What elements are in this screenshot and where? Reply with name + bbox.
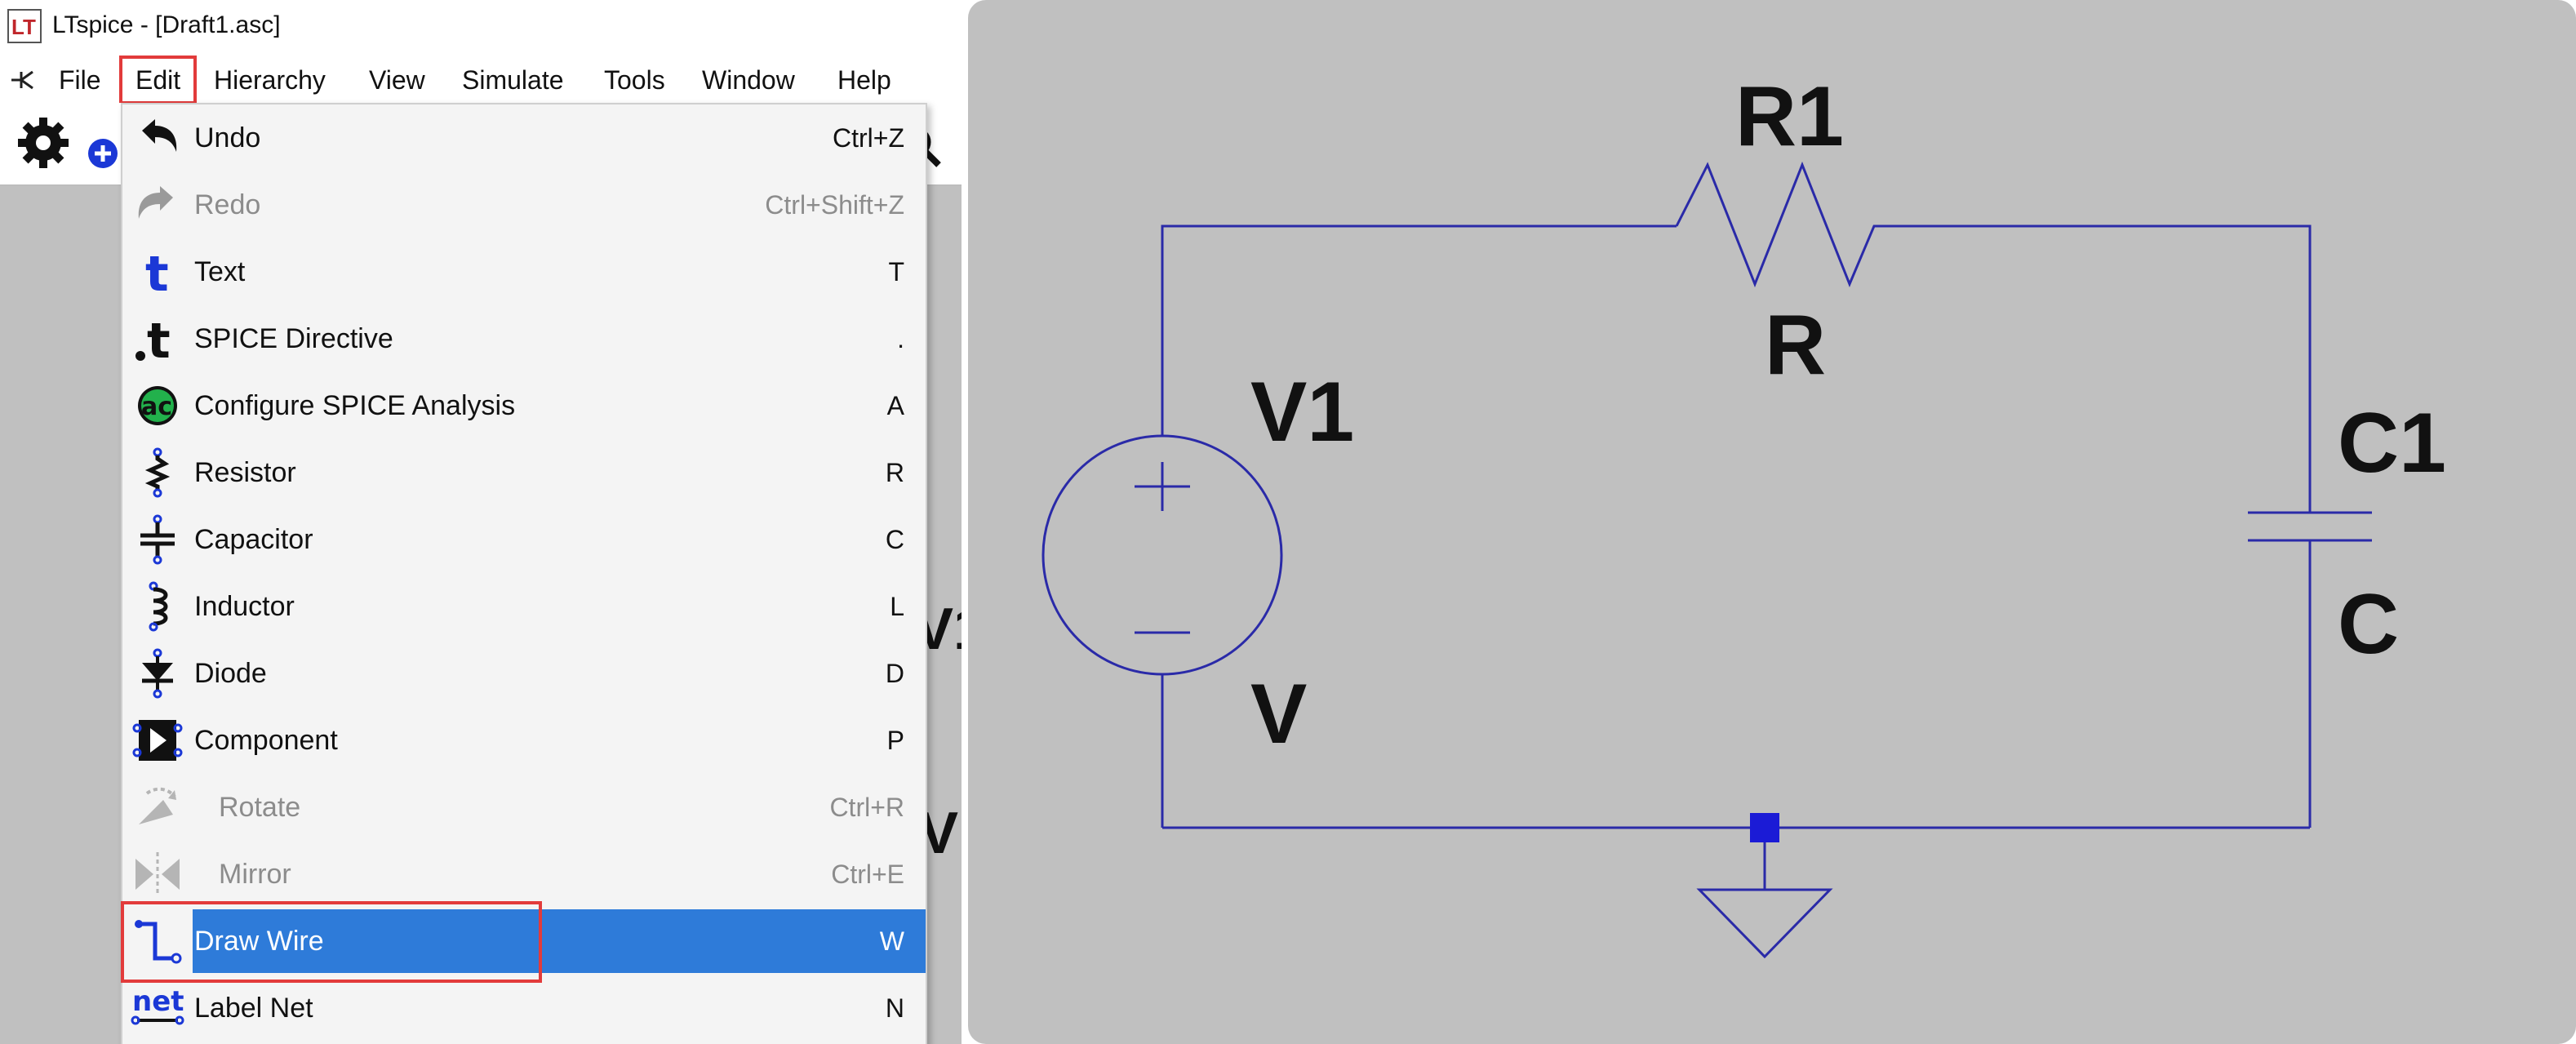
- rotate-icon: [131, 782, 184, 833]
- menu-item-mirror[interactable]: Mirror Ctrl+E: [122, 841, 926, 908]
- window-title: LTspice - [Draft1.asc]: [52, 11, 281, 38]
- menu-highlight: [193, 909, 926, 973]
- resistor-value-label: R: [1765, 298, 1826, 393]
- component-icon: [131, 715, 184, 766]
- ltspice-logo-icon: LT: [7, 8, 42, 44]
- menu-window[interactable]: Window: [702, 65, 795, 95]
- menu-item-label-net[interactable]: net Label Net N: [122, 975, 926, 1042]
- new-schematic-icon[interactable]: [85, 135, 121, 171]
- menu-item-diode[interactable]: Diode D: [122, 640, 926, 707]
- label-net-icon: net: [131, 983, 184, 1033]
- title-bar: LT LTspice - [Draft1.asc]: [0, 0, 962, 57]
- menu-item-rotate[interactable]: Rotate Ctrl+R: [122, 774, 926, 841]
- svg-text:net: net: [132, 985, 184, 1018]
- draw-wire-icon: [131, 916, 184, 966]
- settings-gear-icon[interactable]: [15, 114, 72, 171]
- menu-file[interactable]: File: [59, 65, 101, 95]
- ltspice-window: LT LTspice - [Draft1.asc] File Edit Hier…: [0, 0, 962, 1044]
- ground-symbol: [1696, 813, 1833, 959]
- menu-help[interactable]: Help: [837, 65, 891, 95]
- menu-tools[interactable]: Tools: [604, 65, 665, 95]
- menu-item-spice-directive[interactable]: t SPICE Directive .: [122, 305, 926, 372]
- wire-top-right: [1921, 224, 2312, 513]
- menu-item-draw-wire[interactable]: Draw Wire W: [122, 908, 926, 975]
- menu-item-redo[interactable]: Redo Ctrl+Shift+Z: [122, 171, 926, 238]
- menu-item-configure-spice-analysis[interactable]: ac Configure SPICE Analysis A: [122, 372, 926, 439]
- wire-top-left: [1161, 224, 1677, 436]
- menu-item-undo[interactable]: Undo Ctrl+Z: [122, 104, 926, 171]
- menu-item-component[interactable]: Component P: [122, 707, 926, 774]
- menu-item-capacitor[interactable]: Capacitor C: [122, 506, 926, 573]
- menu-hierarchy[interactable]: Hierarchy: [214, 65, 326, 95]
- menu-edit[interactable]: Edit: [118, 56, 198, 104]
- source-value-label: V: [1250, 667, 1307, 762]
- menu-view[interactable]: View: [369, 65, 425, 95]
- resistor-name-label: R1: [1735, 69, 1844, 164]
- svg-text:ac: ac: [141, 393, 172, 421]
- voltage-source-v1: [1042, 434, 1283, 676]
- menu-bar: File Edit Hierarchy View Simulate Tools …: [0, 56, 962, 104]
- capacitor-c1: [2248, 511, 2372, 542]
- inductor-icon: [131, 581, 184, 632]
- svg-text:LT: LT: [11, 15, 36, 39]
- source-name-label: V1: [1250, 365, 1354, 460]
- diode-icon: [131, 648, 184, 699]
- configure-analysis-icon: ac: [131, 380, 184, 431]
- capacitor-name-label: C1: [2338, 396, 2446, 491]
- menu-simulate[interactable]: Simulate: [462, 65, 564, 95]
- redo-icon: [131, 180, 184, 230]
- svg-text:t: t: [145, 247, 169, 297]
- mdi-window-icon[interactable]: [8, 65, 41, 95]
- undo-icon: [131, 113, 184, 163]
- schematic-drawing: R1 R V1 V C1 C: [1042, 69, 2446, 959]
- svg-text:t: t: [147, 313, 171, 364]
- schematic-canvas[interactable]: R1 R V1 V C1 C: [968, 0, 2576, 1044]
- resistor-icon: [131, 447, 184, 498]
- text-icon: t: [131, 247, 184, 297]
- menu-item-text[interactable]: t Text T: [122, 238, 926, 305]
- resistor-r1: [1675, 161, 1921, 288]
- edit-menu-dropdown: Undo Ctrl+Z Redo Ctrl+Shift+Z t Text T t…: [121, 103, 927, 1044]
- menu-item-inductor[interactable]: Inductor L: [122, 573, 926, 640]
- spice-directive-icon: t: [131, 313, 184, 364]
- menu-item-resistor[interactable]: Resistor R: [122, 439, 926, 506]
- mirror-icon: [131, 849, 184, 900]
- capacitor-value-label: C: [2338, 577, 2399, 672]
- capacitor-icon: [131, 514, 184, 565]
